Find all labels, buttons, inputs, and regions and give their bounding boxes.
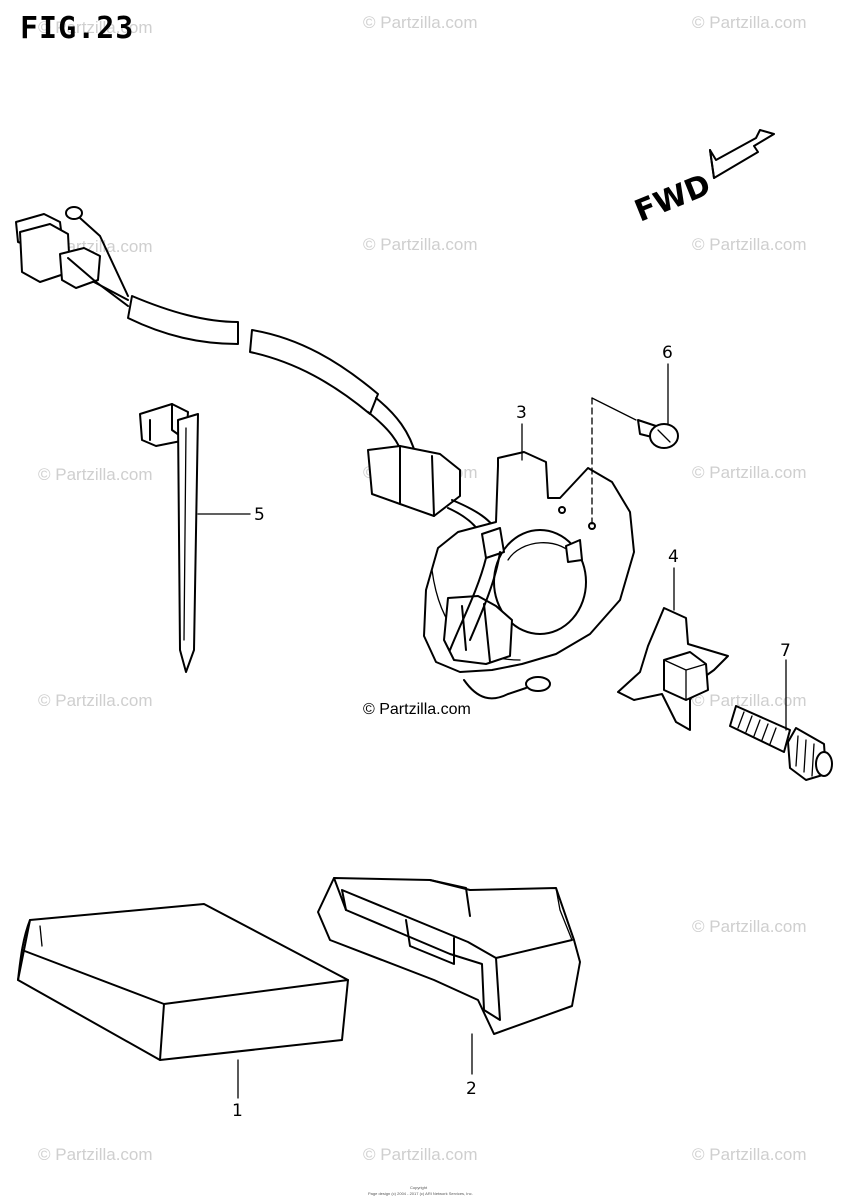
figure-title: FIG.23 (20, 11, 134, 46)
watermark: © Partzilla.com (38, 691, 153, 710)
part-1-igniter-unit (17, 903, 349, 1061)
fwd-arrow-icon (709, 129, 775, 179)
part-4-rotor (617, 607, 729, 731)
watermark: © Partzilla.com (38, 1145, 153, 1164)
wiring-harness (15, 206, 499, 549)
callout-1: 1 (232, 1101, 243, 1121)
watermark: © Partzilla.com (38, 465, 153, 484)
watermark: © Partzilla.com (363, 1145, 478, 1164)
callout-2: 2 (466, 1079, 477, 1099)
watermark: © Partzilla.com (363, 235, 478, 254)
watermark: © Partzilla.com (38, 18, 153, 37)
leader-lines (197, 363, 787, 1099)
part-7-bolt (729, 705, 833, 781)
callout-7: 7 (780, 641, 791, 661)
watermark: © Partzilla.com (692, 235, 807, 254)
footer-copyright: Copyright (410, 1185, 428, 1190)
callout-6: 6 (662, 343, 673, 363)
watermark: © Partzilla.com (692, 463, 807, 482)
callout-3: 3 (516, 403, 527, 423)
part-3-base-plate (423, 397, 637, 700)
watermark: © Partzilla.com (692, 1145, 807, 1164)
watermark: © Partzilla.com (692, 13, 807, 32)
watermark: © Partzilla.com (692, 917, 807, 936)
part-5-cable-tie (139, 403, 199, 673)
part-6-screw (637, 419, 679, 449)
callout-5: 5 (254, 505, 265, 525)
footer-page-design: Page design (c) 2004 - 2017 (c) ARI Netw… (368, 1191, 473, 1196)
part-2-igniter-case (317, 877, 581, 1035)
fwd-label: FWD (630, 168, 716, 230)
watermark: © Partzilla.com (363, 13, 478, 32)
callout-4: 4 (668, 547, 679, 567)
fwd-indicator: FWD (630, 129, 775, 230)
watermark-center: © Partzilla.com (363, 701, 471, 718)
callouts: 1 2 3 4 5 6 7 (232, 343, 791, 1121)
watermark: © Partzilla.com (692, 691, 807, 710)
